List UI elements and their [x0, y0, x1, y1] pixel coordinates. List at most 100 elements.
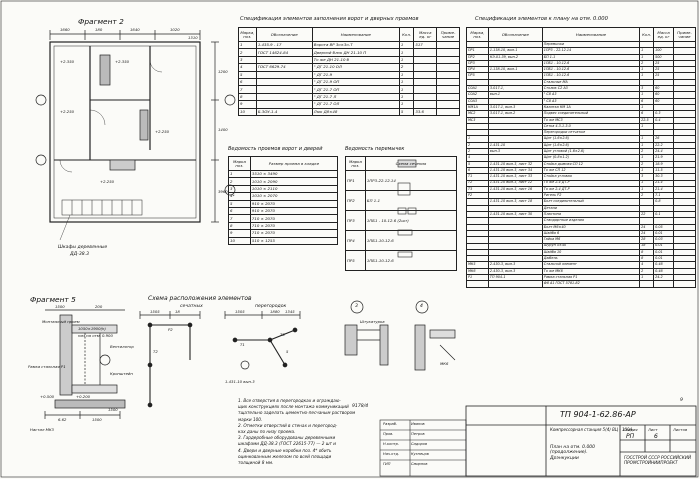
table-cell — [673, 110, 696, 118]
table-cell — [673, 85, 696, 93]
table-cell — [673, 273, 696, 282]
dimension-label: 200 — [95, 304, 103, 309]
table-cell: 1ПР3-22.12.14 — [364, 170, 458, 191]
detail-3-label: 3 — [355, 304, 358, 309]
table-cell: 1ПБ1 - 10.12.6 (2шт) — [364, 210, 458, 231]
table-cell: ПР2 — [345, 190, 366, 211]
approval-row: Нач.отд.Кузнецов — [383, 452, 429, 462]
column-header: Марка поз. — [228, 156, 251, 171]
table-cell: 1.435.9 - 17 — [255, 40, 313, 50]
column-header: Марка поз. — [345, 156, 366, 171]
table-cell: 6 — [639, 97, 655, 105]
column-header: Обозначение — [255, 27, 313, 42]
table-cell: 1010 × 2090 — [249, 177, 339, 186]
column-header: Марка, поз. — [238, 27, 257, 42]
table-cell — [413, 85, 438, 94]
table-cell: 10 — [238, 107, 257, 116]
dimension-label: 1020 — [170, 27, 180, 32]
table-cell: 2 — [238, 48, 257, 57]
table-cell: 2 — [639, 267, 655, 276]
table-cell: " ДГ 21-10 ОЛ — [311, 63, 400, 72]
table-cell: " С8 А3 — [541, 97, 641, 105]
table-cell: 1 — [639, 91, 655, 99]
table-cell — [487, 280, 543, 288]
table-cell — [413, 48, 438, 57]
scheme-subtitle-1: сечатных — [180, 304, 203, 309]
table-cell: Люк Д8×48 — [311, 107, 400, 116]
table-cell: 10 — [228, 236, 251, 245]
approval-row: Пров.Петров — [383, 432, 429, 442]
table-cell — [639, 78, 655, 87]
element-spec-row: Стальные МА — [466, 78, 696, 87]
plaster-label: Штукатурка — [360, 319, 385, 324]
table-cell: " ДГ 21-7 Л — [311, 92, 400, 102]
mount-size: 1050×1900(h) — [78, 326, 106, 331]
table-cell — [413, 100, 438, 109]
sheet-header: Лист — [648, 427, 658, 432]
sheets-header: Листов — [673, 427, 688, 432]
column-header: Наименование — [541, 27, 641, 42]
table-cell: 1 — [398, 70, 415, 79]
column-header: Масса ед. кг — [413, 27, 438, 42]
lintel-spec-title: Спецификация элементов к плану на отм. 0… — [475, 16, 608, 22]
table-cell: 4* — [228, 192, 251, 201]
table-cell — [255, 92, 313, 102]
table-cell — [673, 116, 696, 124]
table-cell: 5 — [398, 107, 415, 116]
table-cell: 1ПБ1 - 10.12.6 — [541, 59, 641, 68]
table-cell: 8 — [238, 92, 257, 102]
dimension-label: 1660 — [60, 27, 70, 32]
table-cell — [673, 255, 696, 263]
table-cell: БП 1-1 — [364, 190, 458, 211]
table-cell: 910 × 2070 — [249, 199, 339, 208]
table-cell: Ф8 А1 ГОСТ 5781-82 — [541, 280, 641, 288]
table-cell: 1 — [639, 273, 655, 282]
approval-row: Разраб.Иванов — [383, 422, 429, 432]
table-cell — [673, 91, 696, 99]
support-label: Настил МК3 — [30, 427, 54, 432]
table-cell — [653, 280, 675, 288]
table-cell — [436, 63, 460, 72]
table-cell: 5 — [228, 199, 251, 208]
part-label: Т3 — [280, 332, 285, 337]
note-line: ках даны по низу проема. — [238, 429, 296, 435]
table-cell: 1 — [398, 55, 415, 65]
mount-title: Монтажный проем — [42, 319, 80, 324]
table-cell: 6 — [228, 206, 251, 216]
dimension-label: 1345 — [285, 309, 295, 314]
table-cell: " С8 А3 — [541, 91, 641, 99]
approval-name: Петров — [411, 432, 425, 436]
table-cell — [673, 78, 696, 87]
note-line: марки 100. — [238, 416, 263, 422]
table-cell: 2 — [398, 63, 415, 72]
table-cell: 710 × 2070 — [249, 214, 339, 223]
note-line: оцинкованным железом по всей площади — [238, 453, 332, 459]
detail-4-label: 4 — [420, 304, 423, 309]
note-line: 4. Двери и дверные коробки поз. 4* обить — [238, 447, 332, 453]
steel-frame-label: Рамка стальная Р1 — [28, 364, 66, 369]
table-cell: 6 — [238, 77, 257, 87]
table-cell: 3 — [228, 184, 251, 194]
column-header: Кол. — [639, 27, 655, 42]
table-cell — [436, 70, 460, 79]
table-cell — [436, 55, 460, 65]
table-cell: 1010 × 2070 — [249, 192, 339, 201]
dimension-label: 180 — [95, 27, 103, 32]
column-header: Приме-чание — [436, 27, 460, 42]
